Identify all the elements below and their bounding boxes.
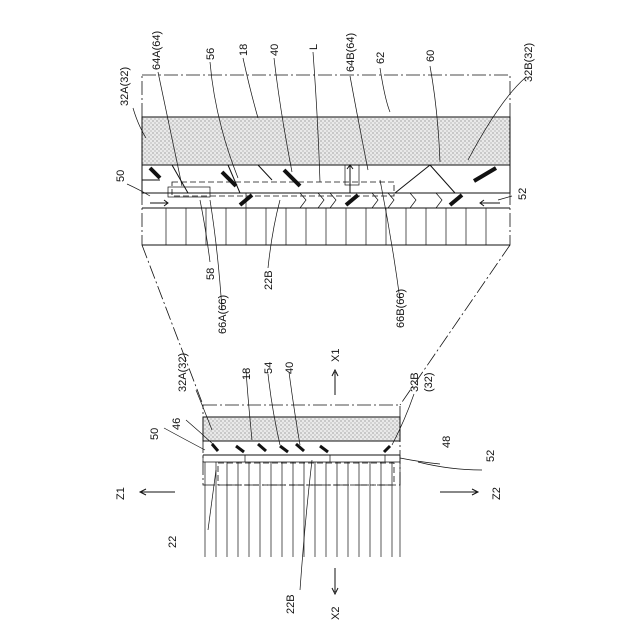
label-40-bot: 40	[284, 362, 296, 374]
direction-arrows	[140, 370, 478, 594]
chevrons-enlarged	[300, 193, 442, 208]
arrow-X1	[332, 370, 338, 395]
arrow-Z2	[440, 489, 478, 495]
label-X1: X1	[330, 349, 342, 362]
label-48: 48	[441, 436, 453, 448]
label-22: 22	[167, 536, 179, 548]
label-Z1: Z1	[115, 487, 127, 500]
overall-view	[203, 405, 400, 557]
label-52-bot: 52	[485, 450, 497, 462]
label-18-bot: 18	[241, 368, 253, 380]
region-64A-box	[168, 187, 210, 197]
layer-40-enlarged	[142, 165, 510, 193]
label-46: 46	[171, 418, 183, 430]
wedges-enlarged	[172, 165, 455, 193]
label-58: 58	[205, 268, 217, 280]
overall-electrode-outline	[203, 455, 400, 462]
label-54: 54	[263, 362, 275, 374]
label-X2: X2	[330, 607, 342, 620]
label-32-bot: (32)	[423, 372, 435, 392]
arrow-52	[480, 200, 500, 206]
bold-strips-enlarged	[150, 168, 496, 186]
fiber-dividers-enlarged	[166, 193, 486, 245]
label-40-top: 40	[269, 44, 281, 56]
projection-lines	[142, 245, 510, 405]
label-32B-bot: 32B	[409, 372, 421, 392]
bold-strips-overall	[212, 444, 390, 452]
overall-dashed-box	[218, 463, 394, 485]
arrow-X2	[332, 568, 338, 594]
arrow-50	[150, 200, 168, 206]
label-32A-bot: 32A(32)	[177, 353, 189, 392]
label-62: 62	[375, 52, 387, 64]
enlarged-view	[142, 75, 510, 245]
fibers-22	[205, 462, 400, 557]
label-32A-top: 32A(32)	[119, 67, 131, 106]
label-L: L	[308, 44, 320, 50]
layer-18-enlarged	[142, 117, 510, 165]
dashed-region-L	[172, 182, 394, 196]
arrow-Z1	[140, 489, 175, 495]
label-60: 60	[425, 50, 437, 62]
layer-18-overall	[203, 417, 400, 441]
label-22B-bot: 22B	[285, 594, 297, 614]
label-32B-top: 32B(32)	[523, 43, 535, 82]
label-64A: 64A(64)	[151, 31, 163, 70]
arrow-64B	[347, 165, 353, 172]
label-22B-top: 22B	[263, 270, 275, 290]
label-66B: 66B(66)	[395, 289, 407, 328]
label-56: 56	[205, 48, 217, 60]
label-52-top: 52	[517, 188, 529, 200]
label-66A: 66A(66)	[217, 295, 229, 334]
bold-strips-base	[240, 195, 462, 205]
label-64B: 64B(64)	[345, 33, 357, 72]
label-18-top: 18	[238, 44, 250, 56]
label-50-bot: 50	[149, 428, 161, 440]
label-Z2: Z2	[491, 487, 503, 500]
label-50-top: 50	[115, 170, 127, 182]
